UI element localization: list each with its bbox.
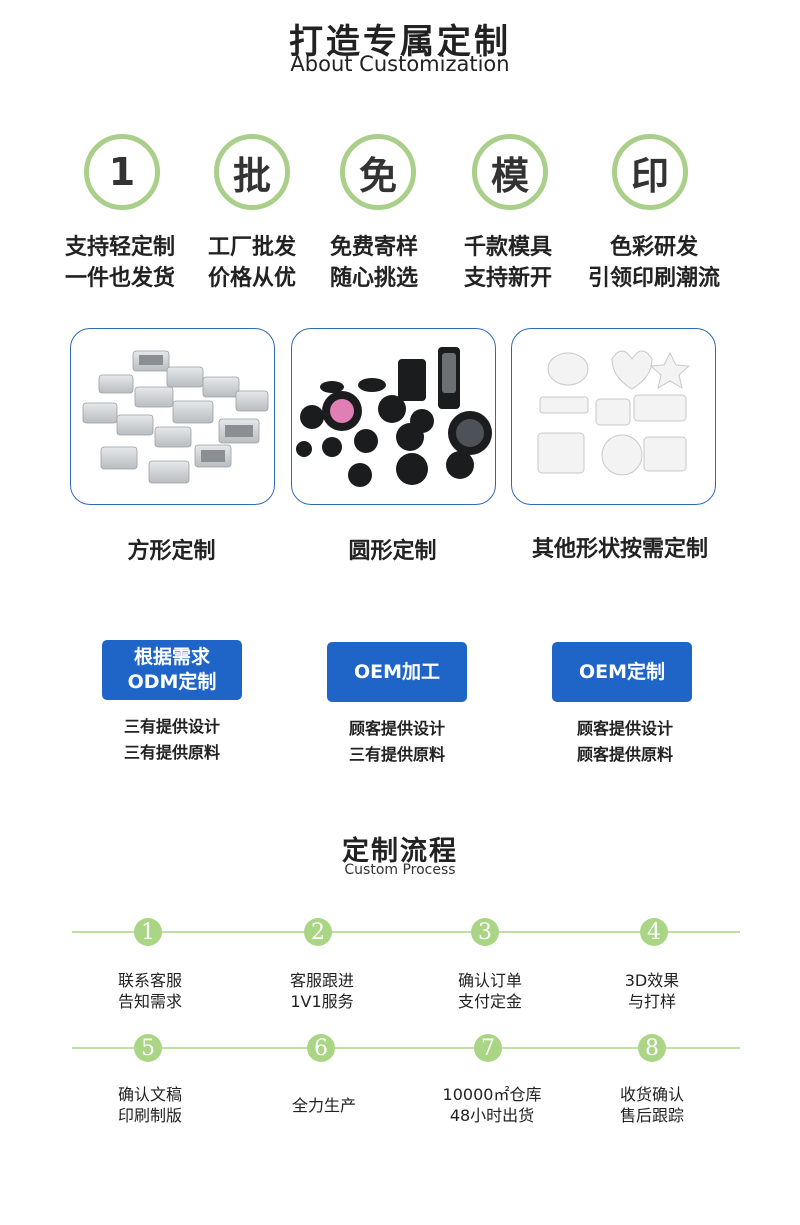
step-text-3: 确认订单 支付定金 [410, 970, 570, 1012]
oem-custom-button[interactable]: OEM定制 [552, 642, 692, 702]
other-shapes-image [511, 328, 716, 505]
feature-text-2: 工厂批发 价格从优 [172, 232, 332, 294]
feature-badge-5: 印 [612, 134, 688, 210]
odm-button-line2: ODM定制 [127, 671, 217, 693]
step-text-8: 收货确认 售后跟踪 [572, 1084, 732, 1126]
round-tins-image [291, 328, 496, 505]
feature-line: 随心挑选 [329, 266, 418, 291]
step-line: 联系客服 [117, 971, 182, 990]
feature-text-1: 支持轻定制 一件也发货 [40, 232, 200, 294]
process-subtitle: Custom Process [344, 862, 456, 878]
oem-custom-description: 顾客提供设计 顾客提供原料 [545, 716, 705, 768]
step-number-3: 3 [471, 918, 499, 946]
feature-line: 一件也发货 [64, 266, 175, 291]
square-tins-image [70, 328, 275, 505]
step-line: 10000㎡仓库 [442, 1085, 542, 1104]
timeline-line-2 [72, 1047, 740, 1049]
step-text-5: 确认文稿 印刷制版 [70, 1084, 230, 1126]
step-line: 1V1服务 [290, 992, 354, 1011]
step-text-2: 客服跟进 1V1服务 [242, 970, 402, 1012]
timeline-line-1 [72, 931, 740, 933]
step-number-2: 2 [304, 918, 332, 946]
feature-text-4: 千款模具 支持新开 [428, 232, 588, 294]
feature-text-5: 色彩研发 引领印刷潮流 [574, 232, 734, 294]
step-line: 48小时出货 [449, 1106, 535, 1125]
process-title: 定制流程 [342, 836, 458, 867]
mode-line: 三有提供原料 [348, 745, 445, 764]
step-number-4: 4 [640, 918, 668, 946]
mode-line: 顾客提供设计 [348, 719, 445, 738]
step-line: 全力生产 [291, 1096, 356, 1115]
shape-caption-other: 其他形状按需定制 [531, 537, 708, 562]
step-number-7: 7 [474, 1034, 502, 1062]
step-line: 收货确认 [619, 1085, 684, 1104]
oem-processing-label: OEM加工 [353, 660, 441, 683]
odm-description: 三有提供设计 三有提供原料 [92, 714, 252, 766]
feature-text-3: 免费寄样 随心挑选 [294, 232, 454, 294]
feature-line: 支持轻定制 [64, 235, 175, 260]
step-line: 售后跟踪 [619, 1106, 684, 1125]
feature-badge-3: 免 [340, 134, 416, 210]
step-line: 印刷制版 [117, 1106, 182, 1125]
mode-line: 三有提供原料 [123, 743, 220, 762]
step-number-6: 6 [307, 1034, 335, 1062]
page-title: 打造专属定制 [289, 22, 511, 62]
oem-processing-button[interactable]: OEM加工 [327, 642, 467, 702]
step-text-1: 联系客服 告知需求 [70, 970, 230, 1012]
step-line: 客服跟进 [289, 971, 354, 990]
step-line: 3D效果 [624, 971, 680, 990]
feature-line: 千款模具 [463, 235, 552, 260]
step-line: 确认订单 [457, 971, 522, 990]
feature-line: 引领印刷潮流 [587, 266, 720, 291]
page-subtitle: About Customization [290, 52, 510, 76]
step-number-8: 8 [638, 1034, 666, 1062]
step-text-7: 10000㎡仓库 48小时出货 [412, 1084, 572, 1126]
step-line: 确认文稿 [117, 1085, 182, 1104]
feature-line: 支持新开 [463, 266, 552, 291]
odm-button[interactable]: 根据需求 ODM定制 [102, 640, 242, 700]
feature-badge-4: 模 [472, 134, 548, 210]
shape-caption-square: 方形定制 [127, 539, 216, 564]
mode-line: 三有提供设计 [123, 717, 220, 736]
oem-custom-label: OEM定制 [578, 660, 666, 683]
feature-badge-1: 1 [84, 134, 160, 210]
mode-line: 顾客提供设计 [576, 719, 673, 738]
feature-line: 色彩研发 [609, 235, 698, 260]
mode-line: 顾客提供原料 [576, 745, 673, 764]
feature-line: 工厂批发 [207, 235, 296, 260]
step-number-5: 5 [134, 1034, 162, 1062]
odm-button-line1: 根据需求 [133, 646, 210, 668]
step-line: 告知需求 [117, 992, 182, 1011]
feature-line: 免费寄样 [329, 235, 418, 260]
feature-badge-2: 批 [214, 134, 290, 210]
shape-caption-round: 圆形定制 [348, 539, 437, 564]
step-line: 与打样 [627, 992, 676, 1011]
oem-processing-description: 顾客提供设计 三有提供原料 [317, 716, 477, 768]
step-text-6: 全力生产 [244, 1095, 404, 1116]
step-number-1: 1 [134, 918, 162, 946]
step-line: 支付定金 [457, 992, 522, 1011]
step-text-4: 3D效果 与打样 [572, 970, 732, 1012]
feature-line: 价格从优 [207, 266, 296, 291]
